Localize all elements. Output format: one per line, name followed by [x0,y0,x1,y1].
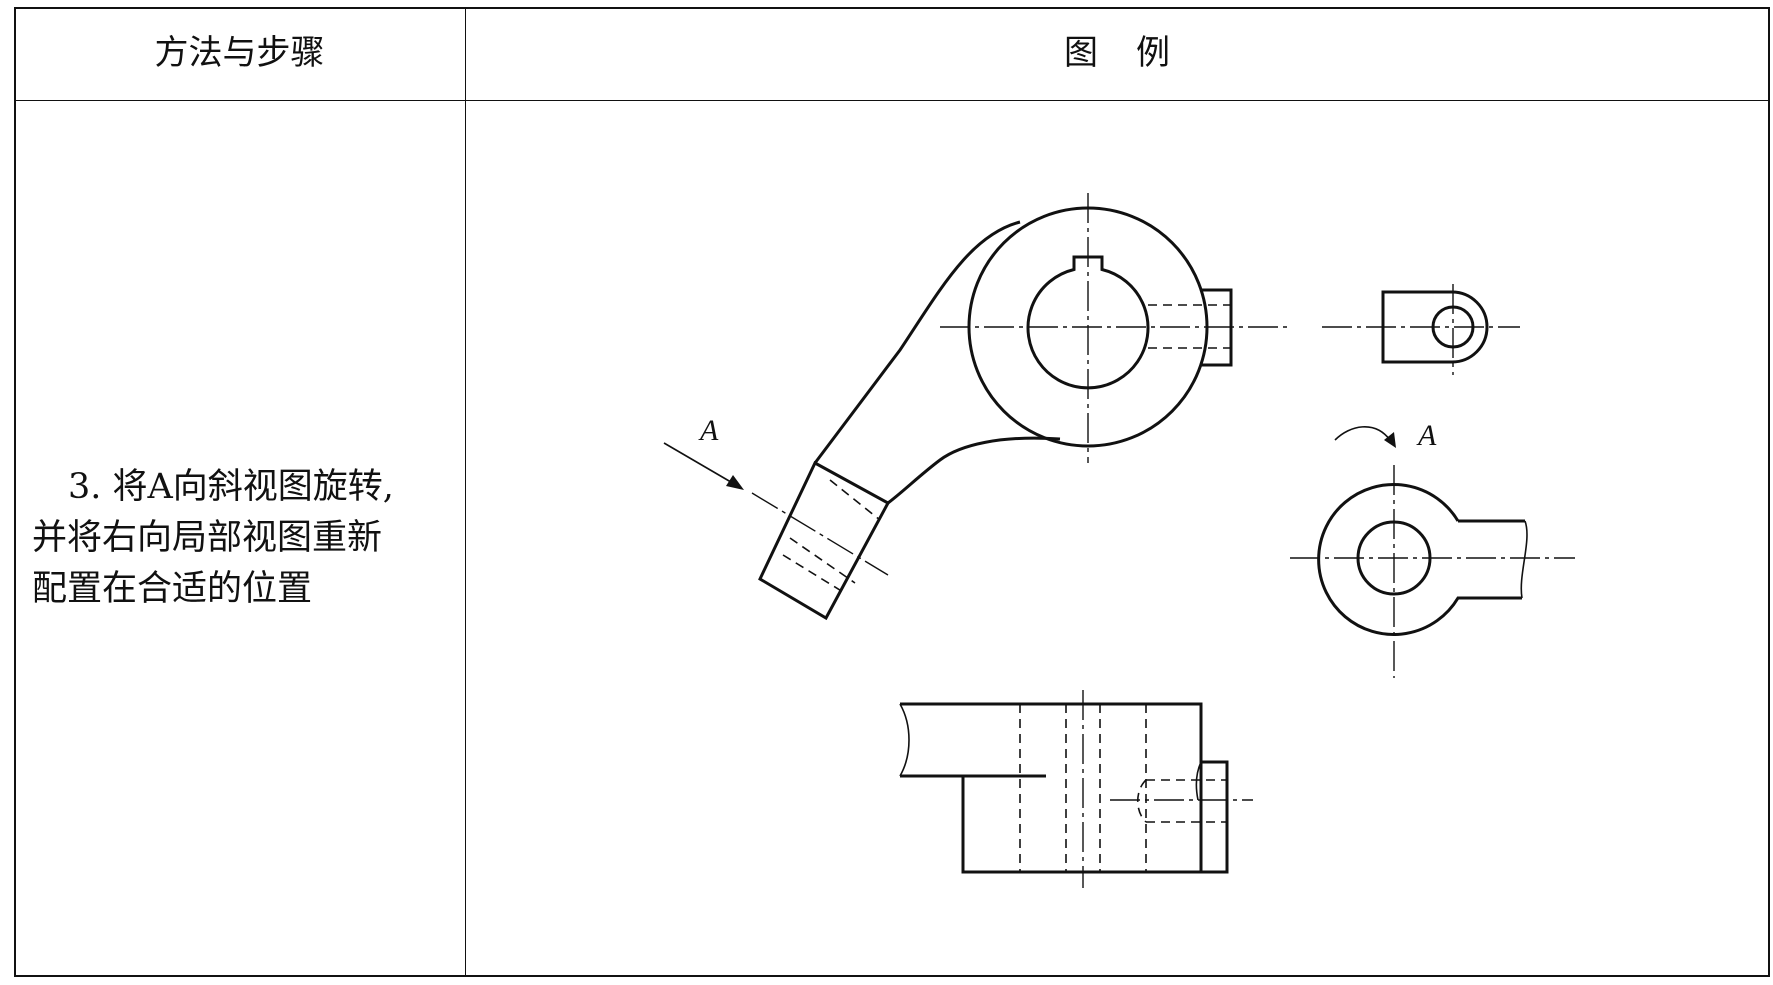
lug-partial-outline [1381,290,1489,364]
hidden-line-incline [829,479,881,521]
hidden-line-top [1136,779,1147,823]
arm-lower-edge [887,436,1061,505]
break-line [1520,520,1528,599]
view-arrow-a-shaft [663,442,737,486]
incline-centerline [751,492,889,576]
view-label-a-rotated: A [1416,419,1437,452]
boss-outline [1317,483,1522,636]
header-figure-example: 图 例 [1064,33,1172,73]
top-view-lug-curve [1195,761,1202,801]
arm-upper-edge [813,220,1021,464]
top-view-outline [900,702,1203,874]
step-description: 3. 将A向斜视图旋转, 并将右向局部视图重新 配置在合适的位置 [32,462,452,615]
step-line-1: 3. 将A向斜视图旋转, [68,467,394,507]
inclined-end-block [758,460,891,621]
right-partial-view [1322,284,1520,375]
rotated-view-a: A [1290,419,1575,678]
top-view-lug [1201,760,1229,874]
top-view [899,690,1253,888]
top-view-break [899,703,910,777]
header-divider [14,100,1770,101]
keyed-bore [1026,255,1150,390]
view-label-a-main: A [698,414,719,447]
step-line-3: 配置在合适的位置 [32,569,313,609]
header-method-steps: 方法与步骤 [154,33,325,73]
rotation-arrow [1334,426,1391,441]
column-divider [465,7,466,977]
main-view: A [663,193,1290,621]
rotation-arrow-head [1384,432,1396,448]
view-arrow-a-head [726,475,744,490]
step-line-2: 并将右向局部视图重新 [32,518,383,558]
hidden-line-incline [789,537,856,584]
table-frame [14,7,1770,977]
hidden-line-incline [782,554,844,593]
